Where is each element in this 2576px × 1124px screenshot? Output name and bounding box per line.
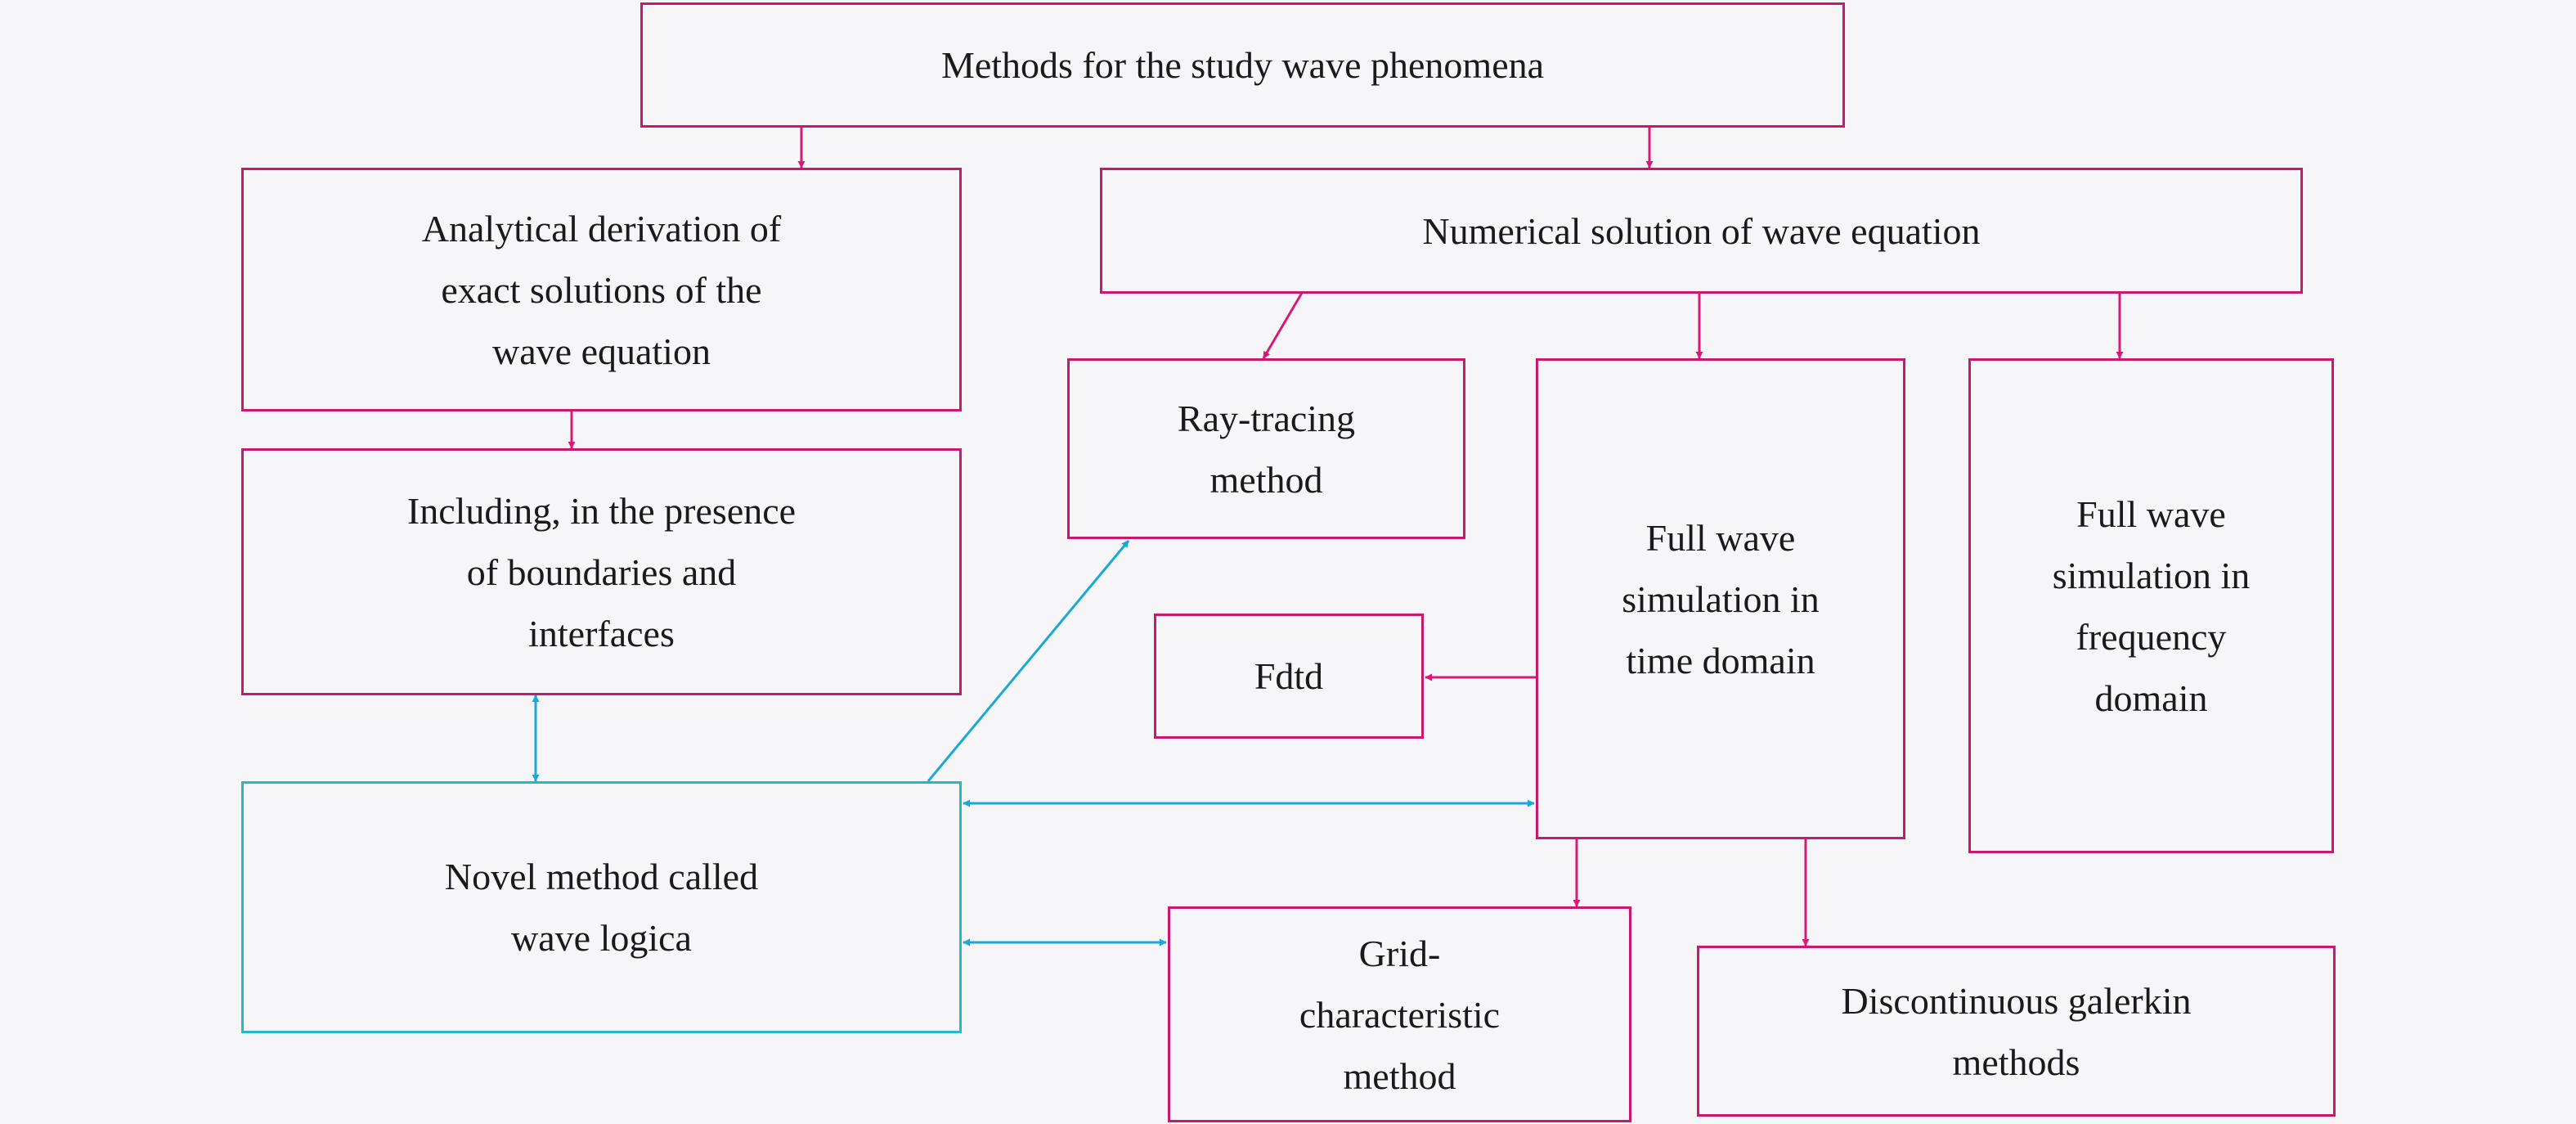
node-fullwave-freq: Full wave simulation in frequency domain [1968,358,2334,853]
arrow-novel-to-raytracing [927,540,1130,782]
arrow-numerical-to-raytracing [1262,292,1304,359]
node-raytracing-label: Ray-tracing method [1177,397,1356,501]
node-galerkin-label: Discontinuous galerkin methods [1841,979,2192,1083]
node-grid-label: Grid- characteristic method [1299,932,1501,1097]
node-fdtd-label: Fdtd [1254,655,1324,697]
node-novel-label: Novel method called wave logica [444,856,759,959]
node-analytical: Analytical derivation of exact solutions… [241,168,962,411]
node-fullwave-time-label: Full wave simulation in time domain [1622,516,1820,681]
node-fullwave-time: Full wave simulation in time domain [1536,358,1905,839]
node-numerical-label: Numerical solution of wave equation [1422,209,1981,252]
node-including: Including, in the presence of boundaries… [241,448,962,695]
node-methods-label: Methods for the study wave phenomena [940,44,1545,86]
node-analytical-label: Analytical derivation of exact solutions… [421,207,782,372]
node-numerical: Numerical solution of wave equation [1100,168,2303,294]
node-including-label: Including, in the presence of boundaries… [406,489,797,654]
node-galerkin: Discontinuous galerkin methods [1697,946,2336,1117]
node-methods: Methods for the study wave phenomena [640,2,1845,128]
node-fdtd: Fdtd [1154,614,1424,739]
node-grid: Grid- characteristic method [1168,906,1631,1122]
node-novel: Novel method called wave logica [241,781,962,1033]
node-fullwave-freq-label: Full wave simulation in frequency domain [2052,492,2251,719]
node-raytracing: Ray-tracing method [1067,358,1465,539]
